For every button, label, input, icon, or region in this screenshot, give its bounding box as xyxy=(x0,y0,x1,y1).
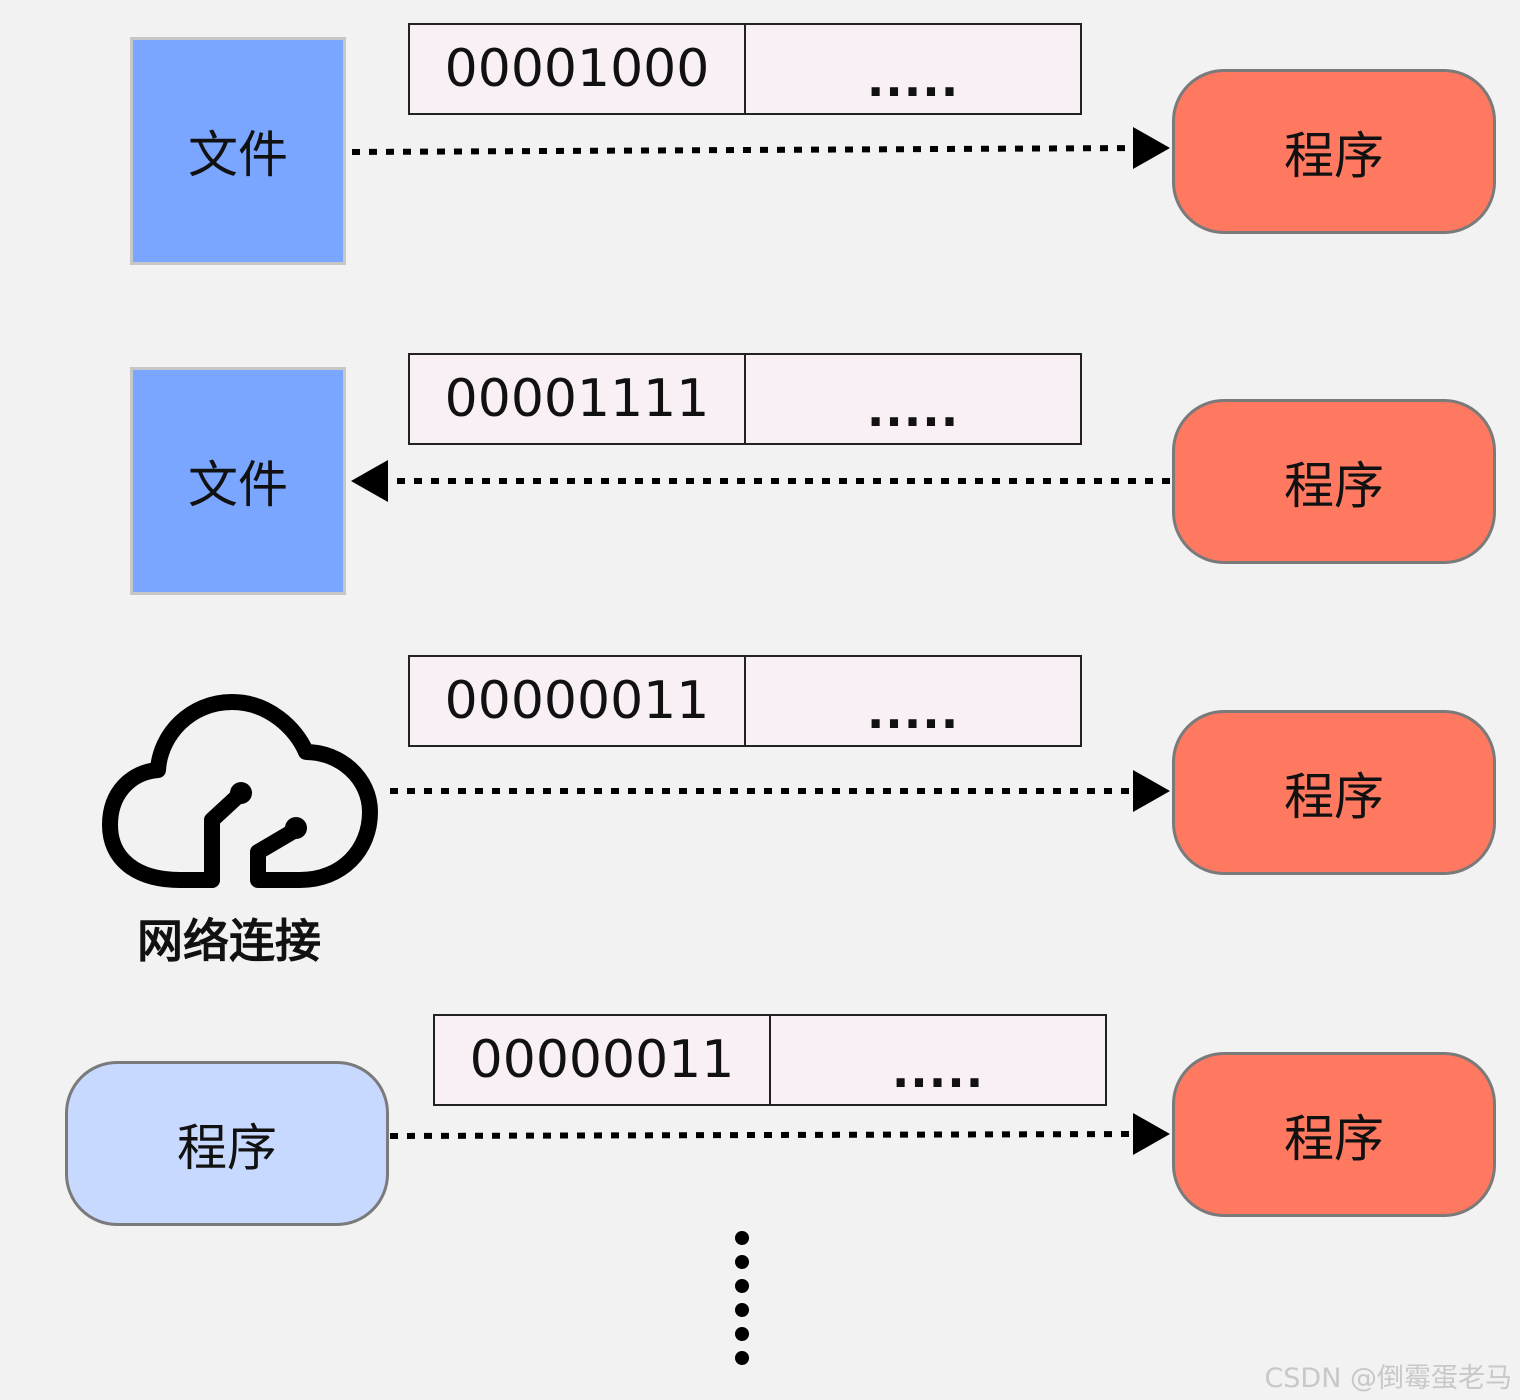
program-label: 程序 xyxy=(1284,1109,1384,1168)
program-label: 程序 xyxy=(177,1118,277,1177)
data-value: 00001000 xyxy=(444,39,710,99)
file-label: 文件 xyxy=(188,456,288,514)
continuation-dots xyxy=(735,1231,749,1365)
flow-arrow-row-2 xyxy=(351,460,1170,502)
network-connection-label: 网络连接 xyxy=(137,914,321,968)
file-label: 文件 xyxy=(188,126,288,184)
data-value: 00000011 xyxy=(469,1030,735,1090)
program-source-row-4: 程序 xyxy=(65,1061,389,1226)
flow-arrow-row-1 xyxy=(351,127,1170,169)
data-value: 00000011 xyxy=(444,671,710,731)
cloud-network-icon xyxy=(102,694,378,888)
watermark-text: CSDN @倒霉蛋老马 xyxy=(1264,1363,1512,1394)
data-ellipsis: ..... xyxy=(744,355,1080,443)
data-ellipsis: ..... xyxy=(744,657,1080,745)
program-label: 程序 xyxy=(1284,456,1384,515)
program-label: 程序 xyxy=(1284,767,1384,826)
file-box-row-2: 文件 xyxy=(130,367,346,595)
program-target-row-4: 程序 xyxy=(1172,1052,1496,1217)
data-record-row-4: 00000011 ..... xyxy=(433,1014,1107,1106)
data-ellipsis: ..... xyxy=(769,1016,1105,1104)
flow-arrow-row-3 xyxy=(390,770,1170,812)
data-value: 00001111 xyxy=(444,369,710,429)
flow-arrow-row-4 xyxy=(389,1113,1170,1155)
program-target-row-1: 程序 xyxy=(1172,69,1496,234)
data-record-row-2: 00001111 ..... xyxy=(408,353,1082,445)
data-record-row-3: 00000011 ..... xyxy=(408,655,1082,747)
program-target-row-2: 程序 xyxy=(1172,399,1496,564)
file-box-row-1: 文件 xyxy=(130,37,346,265)
data-record-row-1: 00001000 ..... xyxy=(408,23,1082,115)
program-target-row-3: 程序 xyxy=(1172,710,1496,875)
program-label: 程序 xyxy=(1284,126,1384,185)
data-ellipsis: ..... xyxy=(744,25,1080,113)
